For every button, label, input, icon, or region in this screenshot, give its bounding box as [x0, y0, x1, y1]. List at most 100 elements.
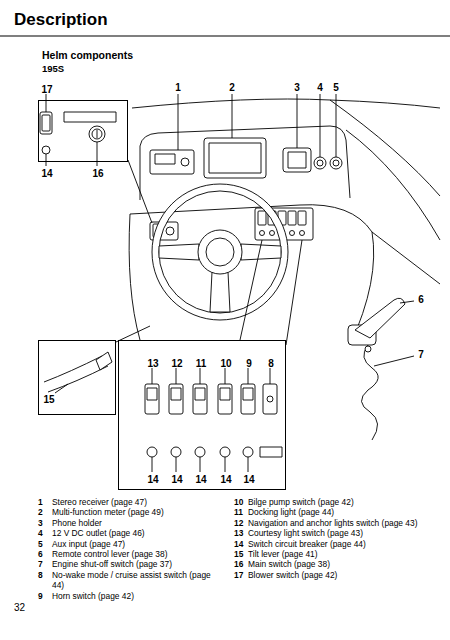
callout-number: 14 [147, 474, 158, 485]
leader-line [336, 94, 337, 157]
rocker-switch [218, 384, 232, 414]
legend-number: 2 [38, 507, 43, 517]
leader-line [46, 94, 47, 112]
circuit-breaker [300, 231, 305, 236]
leader-line [152, 457, 153, 472]
hull-line [346, 130, 440, 240]
key-switch-core [92, 129, 102, 139]
phone-holder-slot [288, 152, 306, 168]
circuit-breaker [220, 447, 230, 457]
legend-description: Engine shut-off switch (page 37) [52, 559, 224, 569]
switch-icon [195, 388, 205, 400]
legend-number: 9 [38, 591, 43, 601]
legend-number: 7 [38, 559, 43, 569]
key-switch [89, 126, 105, 142]
callout-number: 6 [418, 295, 424, 305]
leader-line [178, 94, 179, 150]
dc-outlet [314, 157, 326, 169]
legend-description: No-wake mode / cruise assist switch (pag… [52, 570, 224, 591]
console-edge [129, 214, 140, 340]
section-heading: Helm components [42, 50, 133, 60]
legend-description: Blower switch (page 42) [248, 570, 337, 580]
legend-description: Switch circuit breaker (page 44) [248, 539, 366, 549]
leader-line [248, 368, 249, 384]
callout-number: 12 [171, 358, 182, 369]
leader-line [248, 457, 249, 472]
legend-number: 14 [234, 539, 243, 549]
callout-number: 15 [43, 394, 54, 405]
switch-icon [243, 388, 253, 400]
circuit-breaker [270, 231, 275, 236]
callout-number: 14 [41, 168, 52, 179]
leader-line [152, 368, 153, 384]
circuit-breaker [171, 447, 181, 457]
leader-line [225, 368, 226, 384]
rocker-switch [193, 384, 207, 414]
legend-number: 11 [234, 507, 243, 517]
inset-box: 15 [38, 340, 116, 415]
switch-icon [147, 388, 157, 400]
circuit-breaker [290, 231, 295, 236]
steering-wheel-rim [152, 184, 288, 320]
leader-line [176, 368, 177, 384]
legend-number: 1 [38, 497, 43, 507]
callout-number: 4 [317, 83, 323, 93]
cord-clip [365, 346, 371, 352]
shut-off-cord [361, 345, 378, 440]
callout-number: 17 [41, 84, 52, 95]
header-rule [0, 35, 450, 36]
inset-leader [286, 240, 302, 345]
meter-screen [209, 143, 261, 173]
wheel-spoke [159, 244, 199, 260]
leader-line [232, 94, 233, 138]
rocker-switch [145, 384, 159, 414]
legend-description: Main switch (page 38) [248, 559, 330, 569]
rocker-face [42, 115, 50, 131]
dc-outlet-socket [317, 160, 323, 166]
legend-description: Aux input (page 47) [52, 539, 224, 549]
label-plate [64, 112, 116, 122]
callout-number: 9 [246, 358, 252, 369]
callout-number: 1 [175, 83, 181, 93]
legend-description: Navigation and anchor lights switch (pag… [248, 518, 417, 528]
leader-line [374, 356, 414, 366]
leader-line [320, 94, 321, 157]
callout-number: 13 [147, 358, 158, 369]
legend-description: Multi-function meter (page 49) [52, 507, 224, 517]
inset-leader [128, 160, 152, 223]
legend-number: 6 [38, 549, 43, 559]
legend-number: 12 [234, 518, 243, 528]
rocker-switch [263, 384, 277, 414]
legend-description: Docking light (page 44) [248, 507, 334, 517]
legend-number: 10 [234, 497, 243, 507]
model-name: 195S [42, 64, 64, 74]
leader-line [400, 301, 414, 303]
legend-description: 12 V DC outlet (page 46) [52, 528, 224, 538]
legend-number: 4 [38, 528, 43, 538]
legend-description: Bilge pump switch (page 42) [248, 497, 354, 507]
legend-number: 15 [234, 549, 243, 559]
multi-function-meter [204, 138, 266, 178]
circuit-breaker [260, 231, 265, 236]
callout-number: 14 [195, 474, 206, 485]
callout-number: 16 [92, 168, 103, 179]
page-number: 32 [14, 603, 25, 613]
leader-line [176, 457, 177, 472]
legend-number: 8 [38, 570, 43, 580]
stereo-knob [181, 158, 189, 166]
wheel-hub-cap [206, 238, 234, 266]
callout-number: 7 [418, 350, 424, 360]
switch-icon [267, 396, 273, 402]
circuit-breaker [243, 447, 253, 457]
legend-number: 5 [38, 539, 43, 549]
legend-number: 3 [38, 518, 43, 528]
inset-box: 171416 [38, 100, 128, 162]
remote-control-lever [355, 298, 405, 338]
callout-number: 14 [171, 474, 182, 485]
callout-number: 14 [243, 474, 254, 485]
callout-number: 8 [268, 358, 274, 369]
rocker-switch [288, 211, 296, 225]
legend-description: Remote control lever (page 38) [52, 549, 224, 559]
wheel-spoke [210, 272, 230, 312]
rocker-switch [298, 211, 306, 225]
